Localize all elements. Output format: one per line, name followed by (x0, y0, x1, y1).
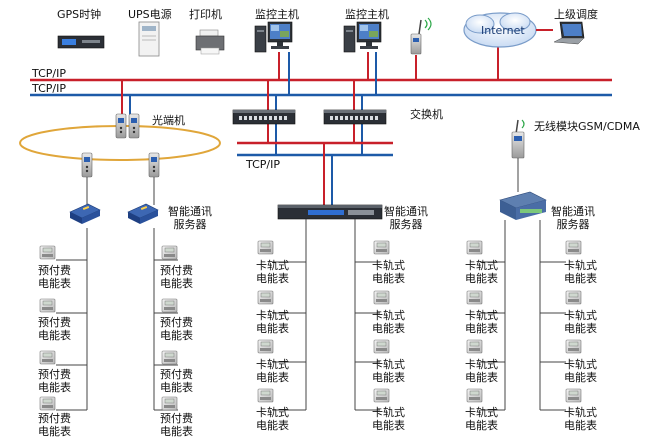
internet-cloud (463, 12, 537, 48)
meter-icon (39, 396, 56, 411)
meter-icon (373, 240, 390, 255)
switch-2 (323, 109, 387, 125)
meter-label: 卡轨式电能表 (564, 259, 597, 285)
meter-icon (565, 290, 582, 305)
meter-label: 预付费电能表 (38, 316, 71, 342)
meter-icon (565, 240, 582, 255)
meter-label: 预付费电能表 (160, 412, 193, 438)
label-tcpip-red: TCP/IP (32, 67, 66, 80)
label-left-server: 智能通讯 服务器 (168, 205, 212, 231)
meter-icon (257, 388, 274, 403)
ups-device (138, 21, 160, 57)
label-monitor-host-2: 监控主机 (345, 8, 389, 21)
meter-label: 预付费电能表 (38, 412, 71, 438)
meter-label: 预付费电能表 (160, 264, 193, 290)
meter-label: 卡轨式电能表 (256, 406, 289, 432)
label-printer: 打印机 (189, 8, 222, 21)
label-upper-dispatch: 上级调度 (554, 8, 598, 21)
meter-icons (39, 240, 582, 411)
host-drop-lines (121, 45, 499, 115)
monitor-host-1-device (254, 21, 293, 53)
middle-comm-server (277, 204, 383, 220)
meter-tree-lines (56, 219, 566, 411)
label-internet: Internet (481, 24, 525, 37)
label-middle-server-line2: 服务器 (389, 218, 423, 231)
label-tcpip-lower: TCP/IP (246, 158, 280, 171)
meter-icon (39, 350, 56, 365)
printer-device (195, 29, 225, 55)
meter-icon (161, 396, 178, 411)
wifi-access-device (410, 17, 432, 55)
label-tcpip-blue: TCP/IP (32, 82, 66, 95)
label-right-server-line2: 服务器 (556, 218, 590, 231)
meter-label: 卡轨式电能表 (465, 259, 498, 285)
optical-terminal-1 (115, 113, 127, 139)
meter-label: 卡轨式电能表 (372, 309, 405, 335)
label-ups: UPS电源 (128, 8, 172, 21)
optical-terminal-2 (128, 113, 140, 139)
label-middle-server-line1: 智能通讯 (384, 205, 428, 218)
optical-terminal-4 (148, 152, 160, 178)
meter-label: 卡轨式电能表 (372, 358, 405, 384)
meter-label: 卡轨式电能表 (465, 358, 498, 384)
meter-label: 卡轨式电能表 (256, 259, 289, 285)
meter-icon (565, 388, 582, 403)
label-switch: 交换机 (410, 108, 443, 121)
meter-icon (466, 339, 483, 354)
meter-icon (373, 339, 390, 354)
gps-clock-device (57, 35, 105, 49)
label-optical-terminal: 光端机 (152, 114, 185, 127)
label-wireless-module: 无线模块GSM/CDMA (534, 120, 640, 133)
switch-1 (232, 109, 296, 125)
meter-icon (257, 290, 274, 305)
optical-terminal-3 (81, 152, 93, 178)
label-right-server-line1: 智能通讯 (551, 205, 595, 218)
meter-label: 卡轨式电能表 (564, 358, 597, 384)
meter-icon (466, 388, 483, 403)
meter-label: 卡轨式电能表 (372, 259, 405, 285)
meter-icon (466, 240, 483, 255)
meter-label: 卡轨式电能表 (372, 406, 405, 432)
meter-icon (39, 245, 56, 260)
meter-label: 卡轨式电能表 (256, 309, 289, 335)
label-middle-server: 智能通讯 服务器 (384, 205, 428, 231)
label-right-server: 智能通讯 服务器 (551, 205, 595, 231)
meter-icon (161, 298, 178, 313)
meter-icon (161, 245, 178, 260)
meter-icon (373, 290, 390, 305)
right-comm-server (499, 191, 547, 220)
label-gps-clock: GPS时钟 (57, 8, 102, 21)
label-left-server-line1: 智能通讯 (168, 205, 212, 218)
switch-lower-buses (237, 124, 393, 205)
meter-label: 卡轨式电能表 (465, 406, 498, 432)
meter-label: 卡轨式电能表 (564, 309, 597, 335)
label-monitor-host-1: 监控主机 (255, 8, 299, 21)
meter-icon (466, 290, 483, 305)
meter-label: 预付费电能表 (38, 368, 71, 394)
left-comm-server-1 (69, 203, 101, 225)
meter-icon (257, 240, 274, 255)
meter-icon (373, 388, 390, 403)
meter-label: 卡轨式电能表 (256, 358, 289, 384)
meter-label: 预付费电能表 (38, 264, 71, 290)
wireless-module-device (511, 119, 525, 159)
monitor-host-2-device (343, 21, 382, 53)
label-left-server-line2: 服务器 (173, 218, 207, 231)
meter-label: 卡轨式电能表 (564, 406, 597, 432)
laptop-device (553, 21, 585, 45)
meter-icon (565, 339, 582, 354)
left-comm-server-2 (127, 203, 159, 225)
meter-icon (257, 339, 274, 354)
meter-label: 卡轨式电能表 (465, 309, 498, 335)
meter-icon (161, 350, 178, 365)
meter-label: 预付费电能表 (160, 368, 193, 394)
meter-icon (39, 298, 56, 313)
meter-label: 预付费电能表 (160, 316, 193, 342)
